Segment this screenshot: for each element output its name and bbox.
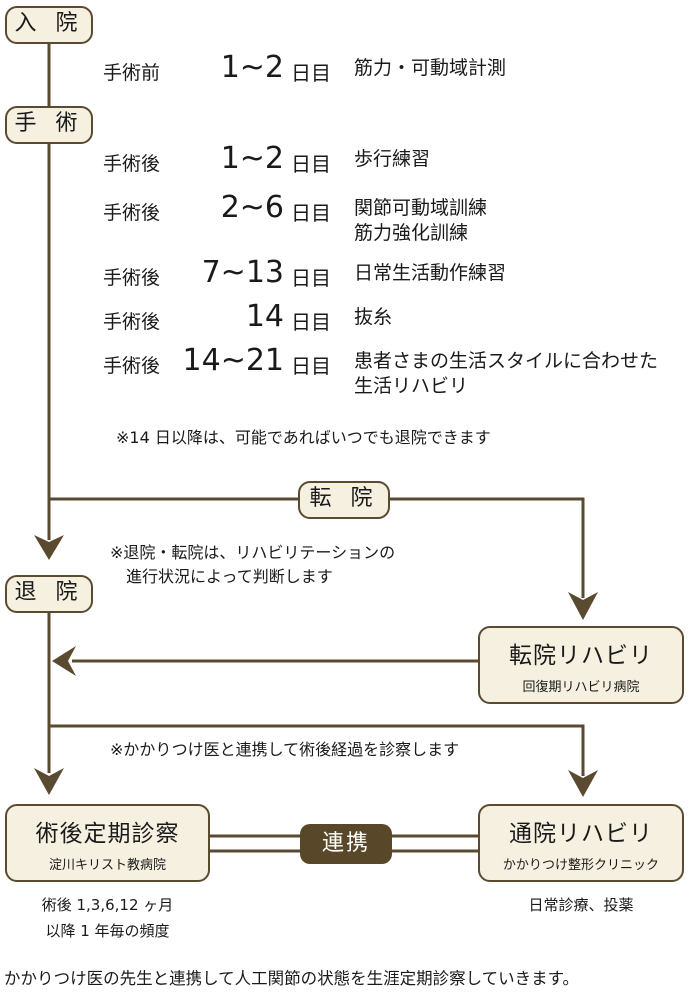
checkup-frequency: 術後 1,3,6,12 ヶ月 以降 1 年毎の頻度 — [41, 896, 174, 940]
day-unit: 日目 — [291, 61, 331, 85]
checkup-box: 術後定期診察 淀川キリスト教病院 — [5, 804, 210, 882]
outpatient-rehab-box: 通院リハビリ かかりつけ整形クリニック — [478, 804, 684, 882]
outpatient-detail: 日常診療、投薬 — [528, 896, 634, 914]
schedule-row: 手術後 1~2 日目 歩行練習 — [0, 141, 690, 176]
note-after-14-days: ※14 日以降は、可能であればいつでも退院できます — [116, 428, 491, 447]
schedule-row: 手術後 14~21 日目 患者さまの生活スタイルに合わせた 生活リハビリ — [0, 343, 690, 397]
arrow-down-discharge — [34, 535, 64, 560]
activity: 筋力・可動域計測 — [354, 57, 507, 79]
day-range: 7~13 — [201, 255, 284, 290]
note-transfer-judgement: ※退院・転院は、リハビリテーションの 進行状況によって判断します — [110, 543, 396, 586]
day-range: 2~6 — [220, 190, 284, 225]
outpatient-rehab-title: 通院リハビリ — [509, 821, 653, 847]
stage-transfer: 転 院 — [298, 481, 390, 519]
stage-discharge: 退 院 — [5, 575, 93, 613]
phase-label: 手術後 — [103, 153, 161, 175]
day-range: 1~2 — [220, 141, 284, 176]
schedule-row: 手術前 1~2 日目 筋力・可動域計測 — [0, 50, 690, 85]
schedule-row: 手術後 14 日目 抜糸 — [0, 299, 690, 334]
day-unit: 日目 — [291, 266, 331, 290]
footer-statement: かかりつけ医の先生と連携して人工関節の状態を生涯定期診察していきます。 — [4, 969, 580, 988]
day-range: 1~2 — [220, 50, 284, 85]
phase-label: 手術後 — [103, 267, 161, 289]
checkup-title: 術後定期診察 — [35, 821, 180, 847]
day-unit: 日目 — [291, 152, 331, 176]
day-unit: 日目 — [291, 201, 331, 225]
stage-surgery: 手 術 — [5, 106, 93, 144]
schedule-row: 手術後 2~6 日目 関節可動域訓練 筋力強化訓練 — [0, 190, 690, 244]
arrow-down-checkup — [34, 768, 64, 795]
checkup-sub: 淀川キリスト教病院 — [48, 858, 166, 873]
day-range: 14 — [245, 299, 284, 334]
phase-label: 手術前 — [103, 62, 161, 84]
activity: 抜糸 — [354, 306, 393, 328]
schedule-row: 手術後 7~13 日目 日常生活動作練習 — [0, 255, 690, 290]
day-range: 14~21 — [182, 343, 284, 378]
phase-label: 手術後 — [103, 311, 161, 333]
day-unit: 日目 — [291, 310, 331, 334]
transfer-rehab-sub: 回復期リハビリ病院 — [522, 680, 640, 695]
day-unit: 日目 — [291, 354, 331, 378]
transfer-rehab-title: 転院リハビリ — [509, 643, 653, 669]
transfer-rehab-box: 転院リハビリ 回復期リハビリ病院 — [478, 626, 684, 704]
arrow-down-transfer-rehab — [568, 592, 598, 620]
phase-label: 手術後 — [103, 202, 161, 224]
note-family-doctor: ※かかりつけ医と連携して術後経過を診察します — [110, 740, 460, 759]
activity: 歩行練習 — [354, 148, 431, 170]
stage-admission: 入 院 — [5, 6, 93, 44]
activity: 日常生活動作練習 — [354, 262, 507, 284]
arrow-down-outpatient — [568, 770, 598, 797]
activity: 関節可動域訓練 筋力強化訓練 — [354, 197, 488, 244]
activity: 患者さまの生活スタイルに合わせた 生活リハビリ — [354, 350, 659, 397]
transfer-to-rehab-line — [390, 497, 585, 598]
outpatient-rehab-sub: かかりつけ整形クリニック — [502, 858, 660, 873]
arrow-left-return — [52, 646, 76, 676]
collaboration-badge: 連携 — [300, 824, 392, 864]
branch-to-outpatient — [49, 724, 585, 776]
phase-label: 手術後 — [103, 355, 161, 377]
